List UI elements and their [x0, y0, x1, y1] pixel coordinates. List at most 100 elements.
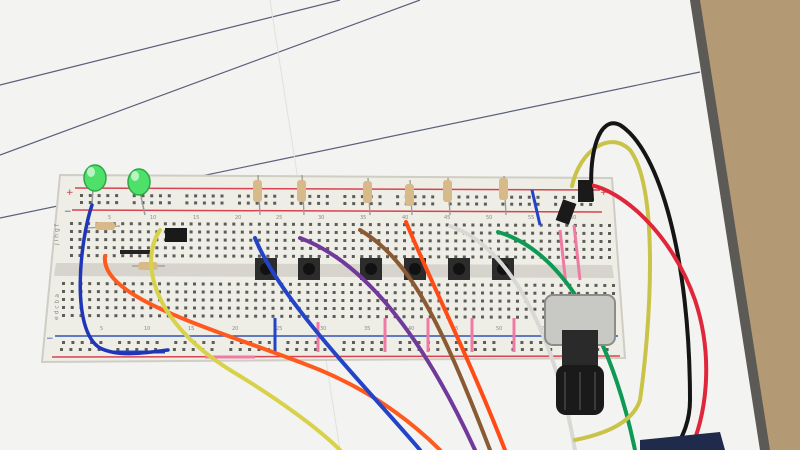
jumper-blue-right	[530, 189, 542, 226]
breadboard-hole	[445, 247, 449, 251]
col-num: 50	[496, 326, 502, 332]
breadboard-hole	[343, 231, 347, 234]
breadboard-hole	[351, 239, 355, 242]
col-num: 55	[528, 215, 534, 221]
breadboard-hole	[172, 348, 176, 351]
breadboard-hole	[334, 247, 338, 250]
breadboard-hole	[300, 246, 304, 250]
breadboard-hole	[403, 239, 406, 243]
breadboard-hole	[350, 283, 354, 286]
breadboard-hole	[304, 348, 308, 351]
breadboard-hole	[548, 223, 552, 227]
breadboard-hole	[556, 247, 560, 251]
breadboard-hole	[488, 223, 492, 227]
breadboard-hole	[112, 246, 116, 250]
breadboard-hole	[612, 284, 615, 287]
breadboard-hole	[273, 201, 277, 205]
breadboard-hole	[479, 255, 483, 259]
breadboard-hole	[232, 230, 236, 234]
breadboard-hole	[402, 299, 406, 303]
breadboard-hole	[232, 238, 236, 242]
breadboard-hole	[498, 307, 502, 311]
breadboard-hole	[394, 247, 398, 251]
breadboard-hole	[533, 299, 537, 303]
breadboard-hole	[386, 231, 389, 235]
breadboard-hole	[240, 246, 244, 250]
breadboard-hole	[326, 239, 330, 242]
breadboard-hole	[106, 194, 110, 198]
breadboard-hole	[554, 195, 558, 199]
breadboard-hole	[123, 290, 127, 294]
breadboard-hole	[189, 222, 193, 226]
breadboard-hole	[437, 247, 441, 251]
breadboard-hole	[481, 315, 484, 319]
breadboard-hole	[189, 246, 193, 250]
breadboard-hole	[289, 290, 292, 294]
breadboard-hole	[129, 222, 133, 226]
breadboard-hole	[489, 299, 493, 303]
breadboard-hole	[360, 223, 364, 227]
breadboard-hole	[127, 341, 131, 344]
breadboard-hole	[232, 246, 236, 250]
breadboard-hole	[95, 246, 99, 250]
breadboard-hole	[87, 230, 91, 234]
breadboard-hole	[376, 283, 380, 287]
breadboard-hole	[411, 307, 415, 311]
breadboard-hole	[431, 195, 435, 199]
breadboard-hole	[87, 254, 91, 258]
breadboard-hole	[530, 348, 534, 351]
breadboard-hole	[323, 315, 327, 318]
col-num: 35	[364, 326, 370, 332]
breadboard-hole	[481, 283, 484, 287]
breadboard-hole	[60, 348, 63, 351]
breadboard-hole	[191, 348, 195, 351]
breadboard-hole	[129, 254, 133, 258]
breadboard-hole	[505, 247, 509, 251]
breadboard-hole	[140, 282, 144, 286]
resistor	[363, 177, 372, 216]
breadboard-hole	[402, 291, 406, 295]
row-letters-bottom: e d c b a	[53, 294, 61, 320]
breadboard-hole	[262, 306, 266, 310]
breadboard-hole	[300, 230, 304, 234]
breadboard-hole	[104, 246, 108, 250]
breadboard-hole	[275, 238, 278, 242]
breadboard-hole	[522, 231, 526, 235]
breadboard-hole	[257, 348, 261, 351]
breadboard-hole	[377, 231, 381, 235]
breadboard-hole	[368, 247, 372, 251]
breadboard-hole	[454, 231, 458, 235]
breadboard-hole	[454, 255, 458, 259]
breadboard-hole	[96, 306, 100, 310]
paper-fold-line-2	[0, 0, 421, 156]
breadboard-hole	[350, 307, 354, 310]
breadboard-hole	[524, 291, 528, 295]
breadboard-hole	[114, 298, 118, 302]
breadboard-hole	[341, 299, 345, 302]
breadboard-hole	[131, 298, 135, 302]
breadboard-hole	[368, 239, 372, 243]
breadboard-hole	[255, 201, 259, 205]
row-letters-top: j i h g f	[53, 223, 61, 246]
breadboard-hole	[138, 254, 142, 258]
breadboard-hole	[376, 299, 380, 303]
breadboard-hole	[539, 223, 543, 227]
breadboard-hole	[70, 230, 73, 233]
breadboard-hole	[505, 223, 509, 227]
breadboard-hole	[550, 283, 554, 287]
breadboard-hole	[166, 306, 170, 310]
breadboard-hole	[146, 230, 150, 234]
breadboard-hole	[437, 283, 441, 287]
breadboard-hole	[603, 292, 607, 295]
breadboard-hole	[352, 341, 355, 344]
breadboard-hole	[472, 291, 476, 295]
breadboard-hole	[514, 255, 518, 259]
breadboard-hole	[248, 348, 252, 351]
breadboard-hole	[167, 201, 171, 205]
breadboard-hole	[385, 299, 388, 303]
breadboard-hole	[306, 290, 310, 294]
breadboard-hole	[367, 299, 371, 303]
breadboard-hole	[159, 201, 162, 205]
breadboard-hole	[289, 282, 292, 286]
breadboard-hole	[351, 247, 355, 250]
